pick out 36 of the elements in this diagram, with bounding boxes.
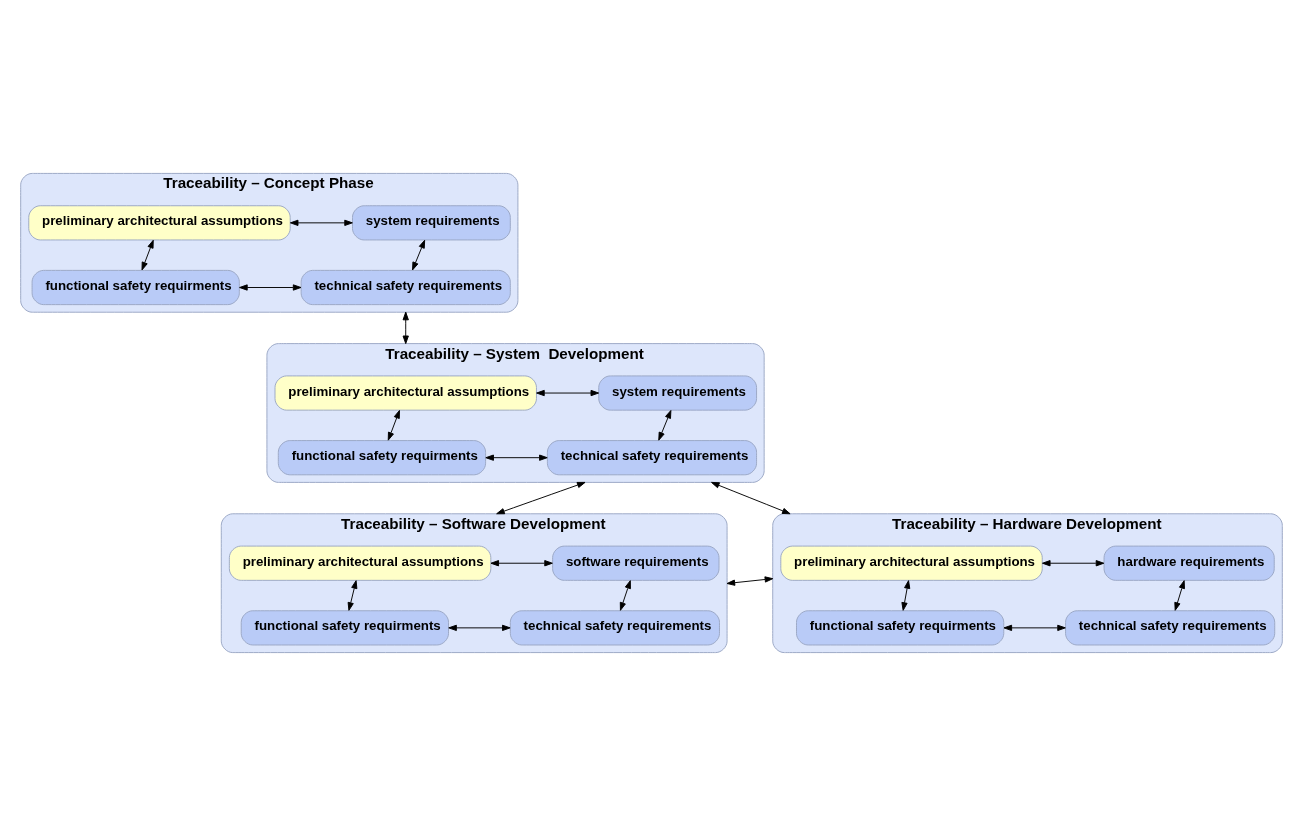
node-box: functional safety requirments <box>796 610 1005 646</box>
arrow <box>485 454 548 461</box>
arrow <box>387 410 400 441</box>
arrow <box>490 560 553 567</box>
node-box: preliminary architectural assumptions <box>274 375 537 411</box>
arrow <box>536 389 600 397</box>
node-box: preliminary architectural assumptions <box>228 545 492 581</box>
arrow <box>1174 580 1185 611</box>
node-box: technical safety requirements <box>509 610 720 646</box>
arrow <box>239 284 302 291</box>
node-box: functional safety requirments <box>31 269 240 306</box>
node-box: preliminary architectural assumptions <box>780 545 1043 581</box>
node-box: hardware requirements <box>1103 545 1275 581</box>
arrow <box>658 410 672 441</box>
arrow <box>1042 560 1105 567</box>
arrow <box>619 580 631 611</box>
node-box: preliminary architectural assumptions <box>28 205 291 241</box>
arrow <box>1003 624 1066 631</box>
arrow <box>496 481 586 515</box>
node-box: functional safety requirments <box>277 440 487 476</box>
arrow <box>347 580 358 611</box>
arrow <box>711 481 791 515</box>
node-box: technical safety requirements <box>300 269 511 306</box>
arrow <box>726 576 774 586</box>
arrow <box>289 219 353 226</box>
node-box: software requirements <box>552 545 720 581</box>
arrow <box>141 239 154 271</box>
arrow <box>448 624 511 631</box>
node-box: system requirements <box>352 205 511 241</box>
node-box: technical safety requirements <box>1065 610 1276 646</box>
node-box: system requirements <box>598 375 758 411</box>
arrow <box>412 239 426 271</box>
node-box: functional safety requirments <box>240 610 449 646</box>
arrow <box>901 580 911 611</box>
arrow <box>402 311 409 345</box>
node-box: technical safety requirements <box>546 440 758 476</box>
